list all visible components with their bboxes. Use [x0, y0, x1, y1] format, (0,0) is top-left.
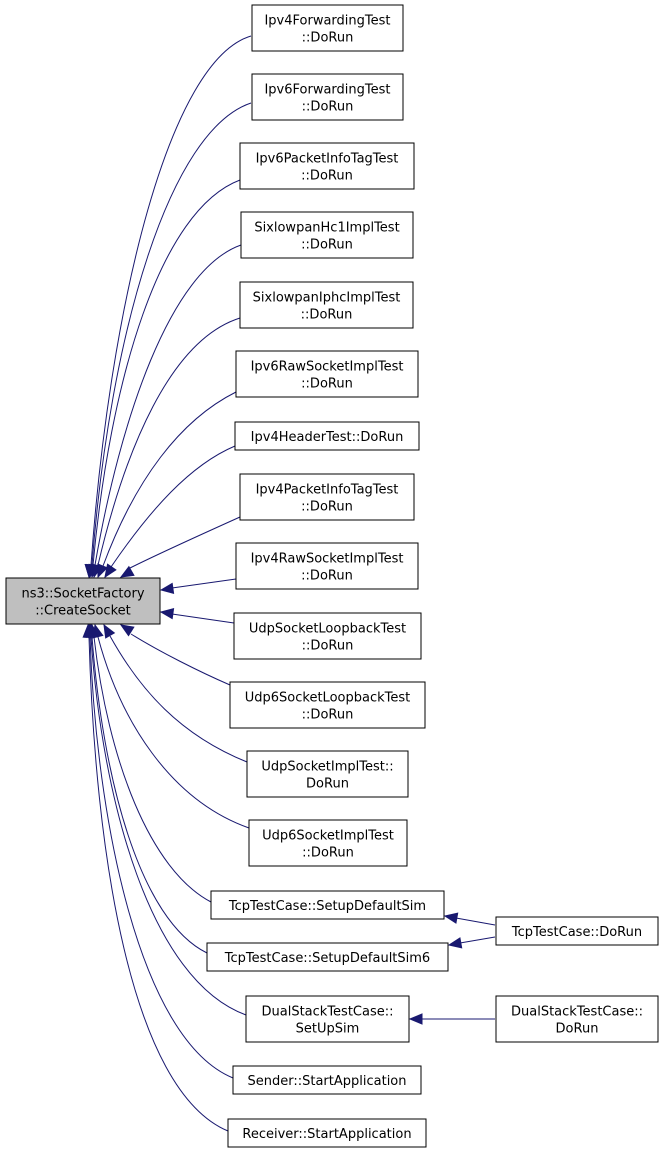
node-label: Ipv6RawSocketImplTest — [251, 360, 404, 375]
node-label: ::DoRun — [301, 569, 353, 584]
call-edge-n19 — [443, 912, 496, 926]
node-n1[interactable]: Ipv4ForwardingTest::DoRun — [251, 4, 404, 52]
arrowhead-icon — [119, 624, 135, 637]
arrowhead-icon — [408, 1013, 423, 1025]
node-n17[interactable]: Sender::StartApplication — [232, 1065, 422, 1095]
node-n14[interactable]: TcpTestCase::SetupDefaultSim — [210, 890, 445, 920]
call-edge-n8 — [119, 516, 241, 578]
arrowhead-icon — [103, 623, 116, 639]
node-label: ::DoRun — [301, 500, 353, 515]
node-label: Sender::StartApplication — [247, 1074, 406, 1089]
node-label: TcpTestCase::SetupDefaultSim — [228, 899, 426, 914]
call-edge-n2 — [84, 102, 252, 579]
node-label: SixlowpanHc1ImplTest — [254, 221, 399, 236]
node-n5[interactable]: SixlowpanIphcImplTest::DoRun — [239, 281, 414, 329]
node-label: ::DoRun — [301, 308, 353, 323]
call-edge-n9 — [159, 578, 237, 594]
arrowhead-icon — [82, 623, 94, 638]
node-n16[interactable]: DualStackTestCase::SetUpSim — [245, 995, 410, 1043]
node-label: Ipv6PacketInfoTagTest — [256, 152, 399, 167]
node-label: ::DoRun — [302, 708, 354, 723]
node-label: Ipv6ForwardingTest — [264, 83, 390, 98]
call-edge-n13 — [92, 623, 250, 829]
node-n12[interactable]: UdpSocketImplTest::DoRun — [246, 750, 409, 798]
node-label: UdpSocketImplTest:: — [261, 760, 393, 775]
node-label: ::DoRun — [302, 639, 354, 654]
node-n9[interactable]: Ipv4RawSocketImplTest::DoRun — [235, 542, 419, 590]
call-edge-n18 — [82, 623, 229, 1132]
call-edge-n7 — [104, 445, 236, 579]
node-n2[interactable]: Ipv6ForwardingTest::DoRun — [251, 73, 404, 121]
arrowhead-icon — [159, 582, 175, 594]
node-label: TcpTestCase::SetupDefaultSim6 — [224, 951, 430, 966]
node-label: ::DoRun — [302, 31, 354, 46]
node-n4[interactable]: SixlowpanHc1ImplTest::DoRun — [240, 211, 414, 259]
node-label: SetUpSim — [296, 1022, 360, 1037]
node-label: Udp6SocketLoopbackTest — [245, 691, 410, 706]
node-n20[interactable]: DualStackTestCase::DoRun — [495, 995, 659, 1043]
node-label: TcpTestCase::DoRun — [511, 925, 642, 940]
node-label: UdpSocketLoopbackTest — [249, 622, 406, 637]
node-n6[interactable]: Ipv6RawSocketImplTest::DoRun — [235, 350, 419, 398]
node-label: Ipv4ForwardingTest — [264, 14, 390, 29]
node-label: ::CreateSocket — [35, 604, 130, 619]
node-label: Ipv4RawSocketImplTest — [251, 552, 404, 567]
call-edge-n19 — [447, 936, 496, 949]
node-label: ::DoRun — [301, 169, 353, 184]
call-edge-n6 — [97, 391, 237, 579]
arrowhead-icon — [97, 563, 109, 579]
arrowhead-icon — [119, 565, 135, 578]
call-edge-n3 — [85, 179, 241, 579]
node-n8[interactable]: Ipv4PacketInfoTagTest::DoRun — [239, 473, 415, 521]
node-n15[interactable]: TcpTestCase::SetupDefaultSim6 — [206, 942, 449, 972]
node-label: Udp6SocketImplTest — [262, 829, 394, 844]
node-label: Receiver::StartApplication — [242, 1127, 411, 1142]
call-edge-n10 — [159, 608, 235, 624]
node-n10[interactable]: UdpSocketLoopbackTest::DoRun — [233, 612, 422, 660]
call-edge-n20 — [408, 1013, 495, 1025]
node-label: ns3::SocketFactory — [21, 587, 144, 602]
arrowhead-icon — [447, 937, 463, 949]
arrowhead-icon — [443, 912, 459, 924]
node-n18[interactable]: Receiver::StartApplication — [227, 1118, 427, 1148]
call-edge-n11 — [119, 624, 231, 686]
node-n7[interactable]: Ipv4HeaderTest::DoRun — [234, 421, 420, 451]
root-node[interactable]: ns3::SocketFactory::CreateSocket — [5, 577, 161, 625]
arrowhead-icon — [104, 563, 117, 579]
node-label: ::DoRun — [301, 377, 353, 392]
node-label: ::DoRun — [302, 846, 354, 861]
node-n19[interactable]: TcpTestCase::DoRun — [495, 916, 659, 946]
node-label: Ipv4PacketInfoTagTest — [256, 483, 399, 498]
node-label: DoRun — [306, 777, 349, 792]
arrowhead-icon — [159, 608, 175, 620]
node-label: SixlowpanIphcImplTest — [253, 291, 401, 306]
call-edge-n17 — [83, 623, 234, 1079]
node-label: Ipv4HeaderTest::DoRun — [251, 430, 404, 445]
node-label: DualStackTestCase:: — [262, 1005, 394, 1020]
call-edge-n15 — [86, 623, 208, 954]
node-label: DualStackTestCase:: — [511, 1005, 643, 1020]
node-label: ::DoRun — [302, 100, 354, 115]
call-edge-n12 — [103, 623, 248, 763]
node-label: ::DoRun — [301, 238, 353, 253]
node-n3[interactable]: Ipv6PacketInfoTagTest::DoRun — [239, 142, 415, 190]
node-label: DoRun — [556, 1022, 599, 1037]
node-n13[interactable]: Udp6SocketImplTest::DoRun — [248, 819, 408, 867]
node-n11[interactable]: Udp6SocketLoopbackTest::DoRun — [229, 681, 426, 729]
